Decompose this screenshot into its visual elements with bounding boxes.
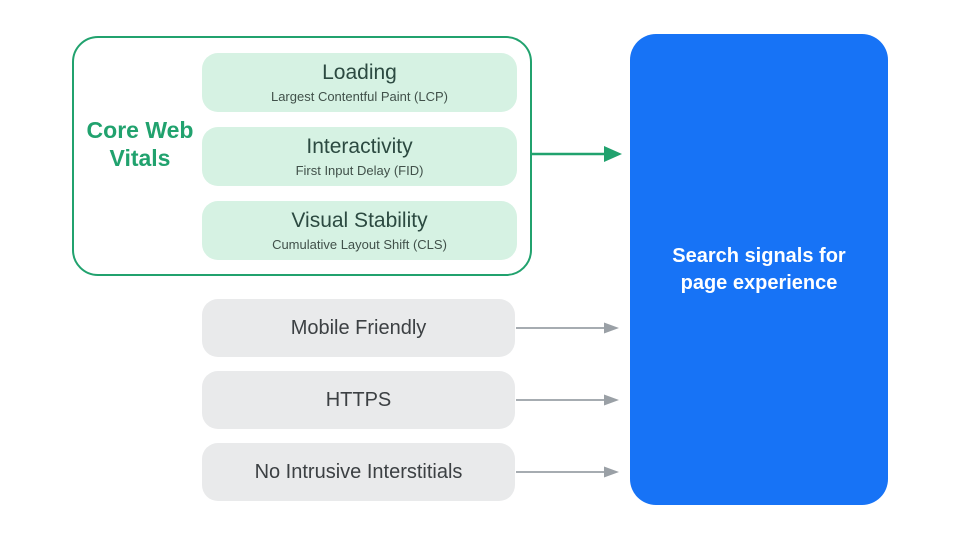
signal-pill-mobile-friendly: Mobile Friendly: [202, 299, 515, 357]
vital-pill-loading: Loading Largest Contentful Paint (LCP): [202, 53, 517, 112]
vital-subtitle: First Input Delay (FID): [295, 162, 424, 178]
signal-pill-no-intrusive-interstitials: No Intrusive Interstitials: [202, 443, 515, 501]
core-web-vitals-label: Core Web Vitals: [86, 117, 194, 172]
signal-pill-https: HTTPS: [202, 371, 515, 429]
search-signals-box: Search signals for page experience: [630, 34, 888, 505]
vital-subtitle: Largest Contentful Paint (LCP): [270, 88, 449, 104]
vital-subtitle: Cumulative Layout Shift (CLS): [272, 236, 447, 252]
search-signals-label: Search signals for page experience: [672, 245, 846, 294]
https-arrow-icon: [516, 394, 619, 406]
no-intrusive-interstitials-arrow-icon: [516, 466, 619, 478]
vital-title: Visual Stability: [291, 209, 428, 233]
core-web-vitals-arrow-icon: [530, 146, 622, 162]
vital-pill-interactivity: Interactivity First Input Delay (FID): [202, 127, 517, 186]
vital-pill-visual-stability: Visual Stability Cumulative Layout Shift…: [202, 201, 517, 260]
vital-title: Interactivity: [306, 135, 413, 159]
vital-title: Loading: [322, 61, 397, 85]
mobile-friendly-arrow-icon: [516, 322, 619, 334]
